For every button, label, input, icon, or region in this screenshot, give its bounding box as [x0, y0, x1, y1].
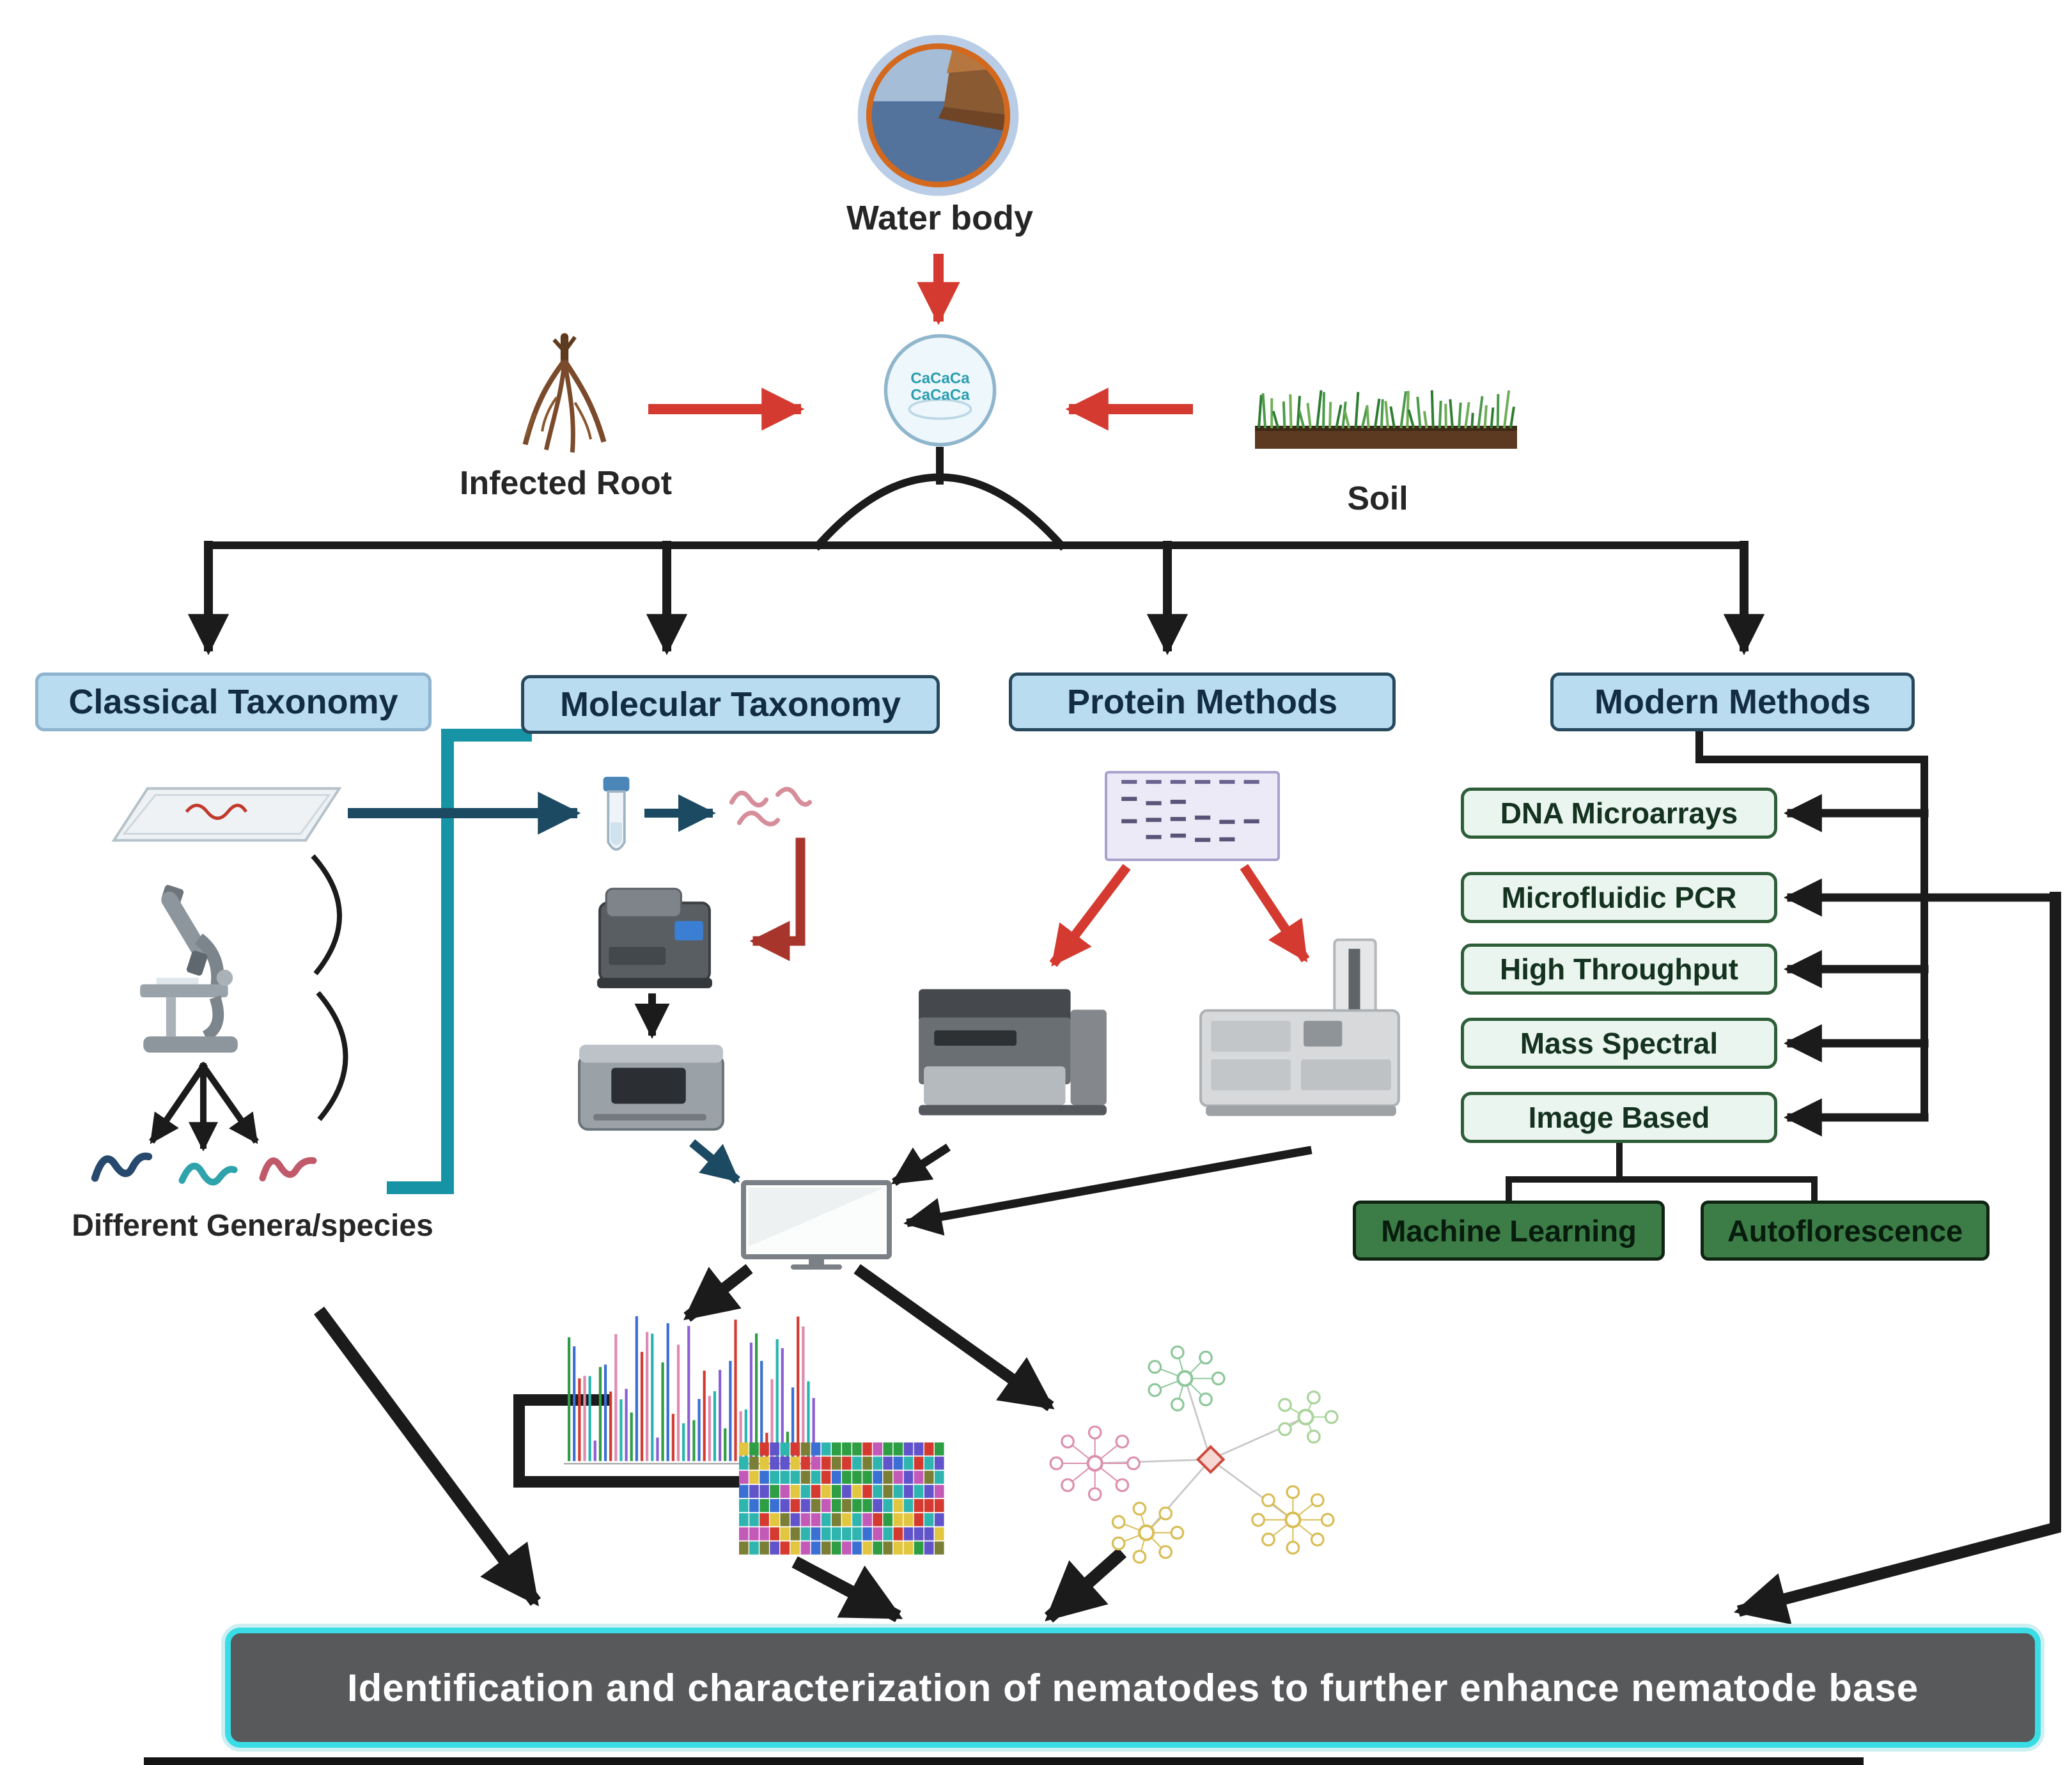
microscope-slide-icon: [109, 780, 348, 849]
nematode-worm-icon: [174, 1143, 241, 1199]
extension-autoflorescence: Autoflorescence: [1701, 1201, 1990, 1261]
test-tube-icon: [591, 774, 641, 862]
soil-label: Soil: [1347, 480, 1408, 517]
different-genera-label: Different Genera/species: [72, 1209, 433, 1243]
phylogenetic-network-icon: [1020, 1337, 1362, 1575]
sample-circle-icon: CaCaCa CaCaCa: [881, 331, 999, 449]
hplc-instrument-icon: [1193, 935, 1409, 1133]
water-body-label: Water body: [846, 199, 1034, 237]
sample-text-2: CaCaCa: [910, 386, 970, 403]
nematode-worms-icon: [722, 777, 822, 841]
nematode-worm-icon: [88, 1138, 155, 1194]
figure-bottom-edge: [144, 1757, 1864, 1765]
water-body-icon: [853, 31, 1023, 200]
branch-protein-methods: Protein Methods: [1009, 673, 1396, 731]
branch-molecular-taxonomy: Molecular Taxonomy: [521, 675, 940, 734]
infected-root-label: Infected Root: [459, 465, 673, 502]
sequencer-icon: [575, 1039, 727, 1140]
modern-item-high-throughput: High Throughput: [1461, 944, 1777, 995]
extension-machine-learning: Machine Learning: [1353, 1201, 1665, 1261]
electrophoresis-gel-icon: [1103, 769, 1281, 863]
microscope-icon: [107, 883, 270, 1066]
infected-root-icon: [497, 329, 632, 460]
mass-spectrometer-icon: [911, 976, 1114, 1134]
soil-icon: [1248, 359, 1524, 455]
sequence-alignment-icon: [739, 1442, 945, 1556]
branch-classical-taxonomy: Classical Taxonomy: [35, 673, 432, 731]
nematode-worm-icon: [254, 1138, 322, 1194]
footer-conclusion-box: Identification and characterization of n…: [225, 1628, 2041, 1748]
branch-modern-methods: Modern Methods: [1550, 673, 1915, 731]
modern-item-dna-microarrays: DNA Microarrays: [1461, 788, 1777, 839]
modern-item-mass-spectral: Mass Spectral: [1461, 1018, 1777, 1069]
modern-item-image-based: Image Based: [1461, 1092, 1777, 1143]
computer-monitor-icon: [739, 1180, 894, 1270]
sample-text: CaCaCa: [910, 369, 970, 387]
modern-item-microfluidic-pcr: Microfluidic PCR: [1461, 872, 1777, 923]
pcr-machine-icon: [593, 882, 716, 992]
